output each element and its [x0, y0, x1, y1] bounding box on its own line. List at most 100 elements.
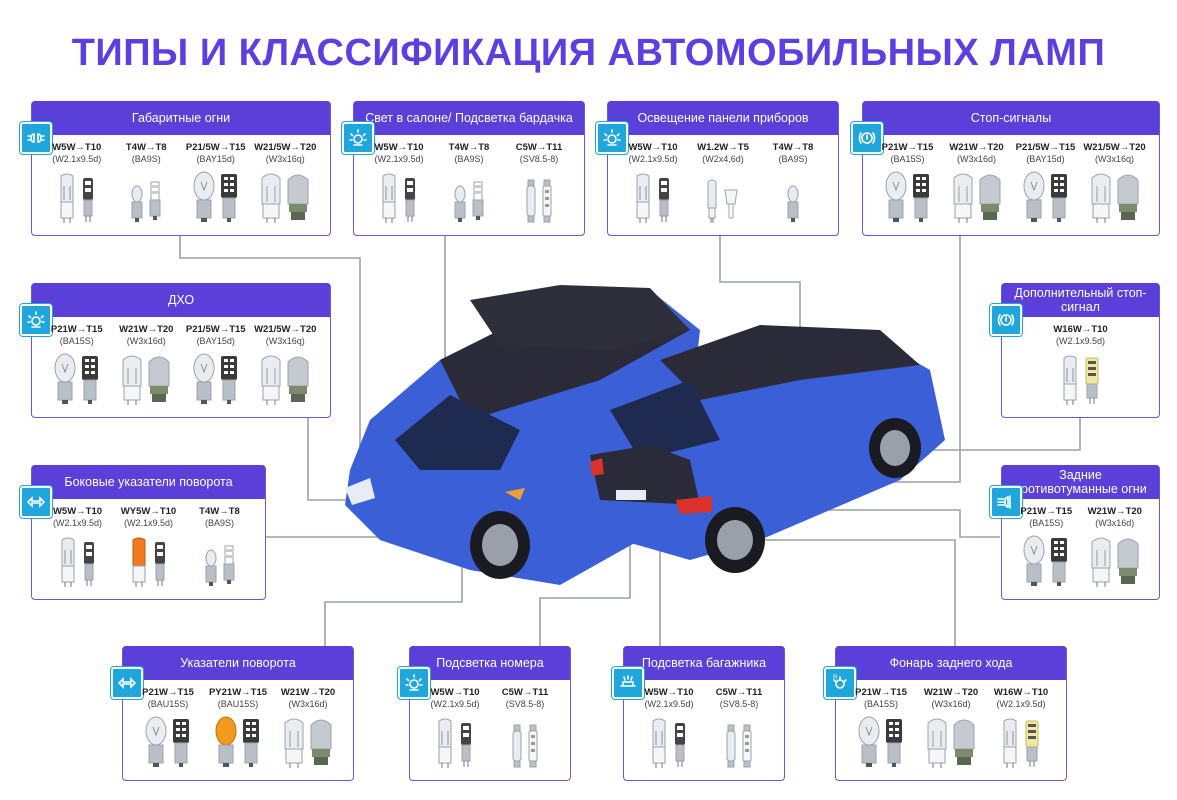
bulb-images — [952, 170, 1002, 224]
bulb-base-label: (W2.1x9.5d) — [52, 154, 102, 164]
turn-signal-icon — [111, 667, 143, 699]
bulb-base-label: (W2.1x9.5d) — [374, 154, 424, 164]
led-ba9s-bulb-image — [148, 180, 162, 224]
bulb-images — [204, 534, 236, 588]
led-wedge-bulb-image — [402, 172, 418, 224]
bulb-base-label: (SV8.5-8) — [519, 154, 559, 164]
rear-car — [585, 325, 945, 573]
bulb-item: W21/5W→T20(W3x16q) — [251, 142, 319, 224]
bulb-type-label: W21/5W→T20 — [254, 324, 317, 335]
bulb-base-label: (W3x16q) — [265, 336, 305, 346]
led-festoon-bulb-image — [527, 723, 539, 769]
bulb-type-label: W16W→T10 — [1053, 324, 1108, 335]
bulb-item: T4W→T8(BA9S) — [186, 506, 254, 588]
led-ba9s-bulb-image — [471, 180, 485, 224]
bulb-type-label: C5W→T11 — [515, 142, 563, 153]
bulb-type-label: W21/5W→T20 — [254, 142, 317, 153]
led-t20-bulb-image — [286, 352, 310, 406]
festoon-bulb-image — [511, 723, 523, 769]
bulb-item: W16W→T10(W2.1x9.5d) — [987, 687, 1055, 769]
parking-light-icon — [20, 122, 52, 154]
ba15-clear-bulb-image — [54, 352, 76, 406]
rear-fog-icon — [990, 486, 1022, 518]
bulb-images — [58, 170, 96, 224]
bulb-list: W5W→T10(W2.1x9.5d)T4W→T8(BA9S)C5W→T11(SV… — [354, 142, 584, 224]
bulb-type-label: P21W→T15 — [855, 687, 907, 698]
t20-clear-bulb-image — [1090, 170, 1112, 224]
ba15-clear-bulb-image — [1023, 534, 1045, 588]
led-t20-bulb-image — [952, 715, 976, 769]
bulb-type-label: W21W→T20 — [280, 687, 336, 698]
bulb-base-label: (SV8.5-8) — [505, 699, 545, 709]
bulb-item: W5W→T10(W2.1x9.5d) — [619, 142, 687, 224]
bulb-images — [1023, 170, 1069, 224]
led-festoon-bulb-image — [741, 723, 753, 769]
bulb-type-label: W5W→T10 — [430, 687, 480, 698]
bulb-item: W16W→T10(W2.1x9.5d) — [1047, 324, 1115, 406]
bulb-list: P21W→T15(BA15S)W21W→T20(W3x16d)P21/5W→T1… — [863, 142, 1159, 224]
bulb-item: T4W→T8(BA9S) — [759, 142, 827, 224]
bulb-list: W5W→T10(W2.1x9.5d)T4W→T8(BA9S)P21/5W→T15… — [32, 142, 330, 224]
bulb-images — [511, 715, 539, 769]
bulb-images — [525, 170, 553, 224]
ba15-clear-bulb-image — [1023, 170, 1045, 224]
bulb-base-label: (W2.1x9.5d) — [123, 518, 174, 528]
bulb-base-label: (BA9S) — [131, 154, 161, 164]
bulb-base-label: (W2.1x9.5d) — [1055, 336, 1106, 346]
mini-ba9s-bulb-image — [204, 548, 218, 588]
bulb-item: T4W→T8(BA9S) — [435, 142, 503, 224]
led-wedge-bulb-image — [672, 717, 688, 769]
led-wedge-bulb-image — [656, 172, 672, 224]
bulb-base-label: (W3x16d) — [126, 336, 166, 346]
bulb-images — [453, 170, 485, 224]
bulb-type-label: W16W→T10 — [993, 687, 1049, 698]
bulb-item: P21/5W→T15(BAY15d) — [182, 142, 250, 224]
bulb-list: P21W→T15(BAU15S)PY21W→T15(BAU15S)W21W→T2… — [123, 687, 353, 769]
bulb-images — [260, 170, 310, 224]
wedge-clear-bulb-image — [1061, 354, 1079, 406]
mini-ba9s-bulb-image — [130, 184, 144, 224]
wedge-amber-bulb-image — [130, 536, 148, 588]
bulb-type-label: T4W→T8 — [125, 142, 167, 153]
led-t20-bulb-image — [978, 170, 1002, 224]
led-canbus-bulb-image — [1023, 717, 1041, 769]
bulb-base-label: (W2.1x9.5d) — [628, 154, 678, 164]
bulb-list: W16W→T10(W2.1x9.5d) — [1002, 324, 1159, 406]
led-ba15-bulb-image — [1049, 170, 1069, 224]
t20-clear-bulb-image — [121, 352, 143, 406]
bulb-base-label: (BA9S) — [454, 154, 484, 164]
bulb-images — [193, 170, 239, 224]
bulb-base-label: (W2.1x9.5d) — [52, 518, 103, 528]
bulb-images — [858, 715, 904, 769]
bulb-type-label: C5W→T11 — [715, 687, 763, 698]
bulb-images — [193, 352, 239, 406]
bulb-type-label: W21W→T20 — [949, 142, 1004, 153]
bulb-type-label: P21W→T15 — [50, 324, 103, 335]
led-t20-bulb-image — [1116, 170, 1140, 224]
wedge-clear-bulb-image — [380, 172, 398, 224]
bulb-item: C5W→T11(SV8.5-8) — [705, 687, 773, 769]
bulb-base-label: (BA9S) — [778, 154, 808, 164]
card-title: Освещение панели приборов — [608, 101, 838, 135]
bulb-base-label: (W2.1x9.5d) — [430, 699, 480, 709]
bulb-base-label: (W3x16q) — [1094, 154, 1134, 164]
bulb-list: P21W→T15(BA15S)W21W→T20(W3x16d)W16W→T10(… — [836, 687, 1066, 769]
bulb-item: P21W→T15(BA15S) — [1012, 506, 1080, 588]
bulb-images — [121, 352, 171, 406]
led-canbus-bulb-image — [1083, 354, 1101, 406]
dashboard-light-icon — [596, 122, 628, 154]
mini-ba9s-bulb-image — [786, 184, 800, 224]
card-title: Задние противотуманные огни — [1002, 465, 1159, 499]
led-ba15-bulb-image — [911, 170, 931, 224]
bulb-base-label: (BAU15S) — [217, 699, 259, 709]
bulb-type-label: P21W→T15 — [1020, 506, 1073, 517]
bulb-item: P21W→T15(BAU15S) — [134, 687, 202, 769]
led-ba15-bulb-image — [219, 170, 239, 224]
led-ba15-bulb-image — [241, 715, 261, 769]
bulb-type-label: T4W→T8 — [772, 142, 814, 153]
led-ba15-bulb-image — [80, 352, 100, 406]
